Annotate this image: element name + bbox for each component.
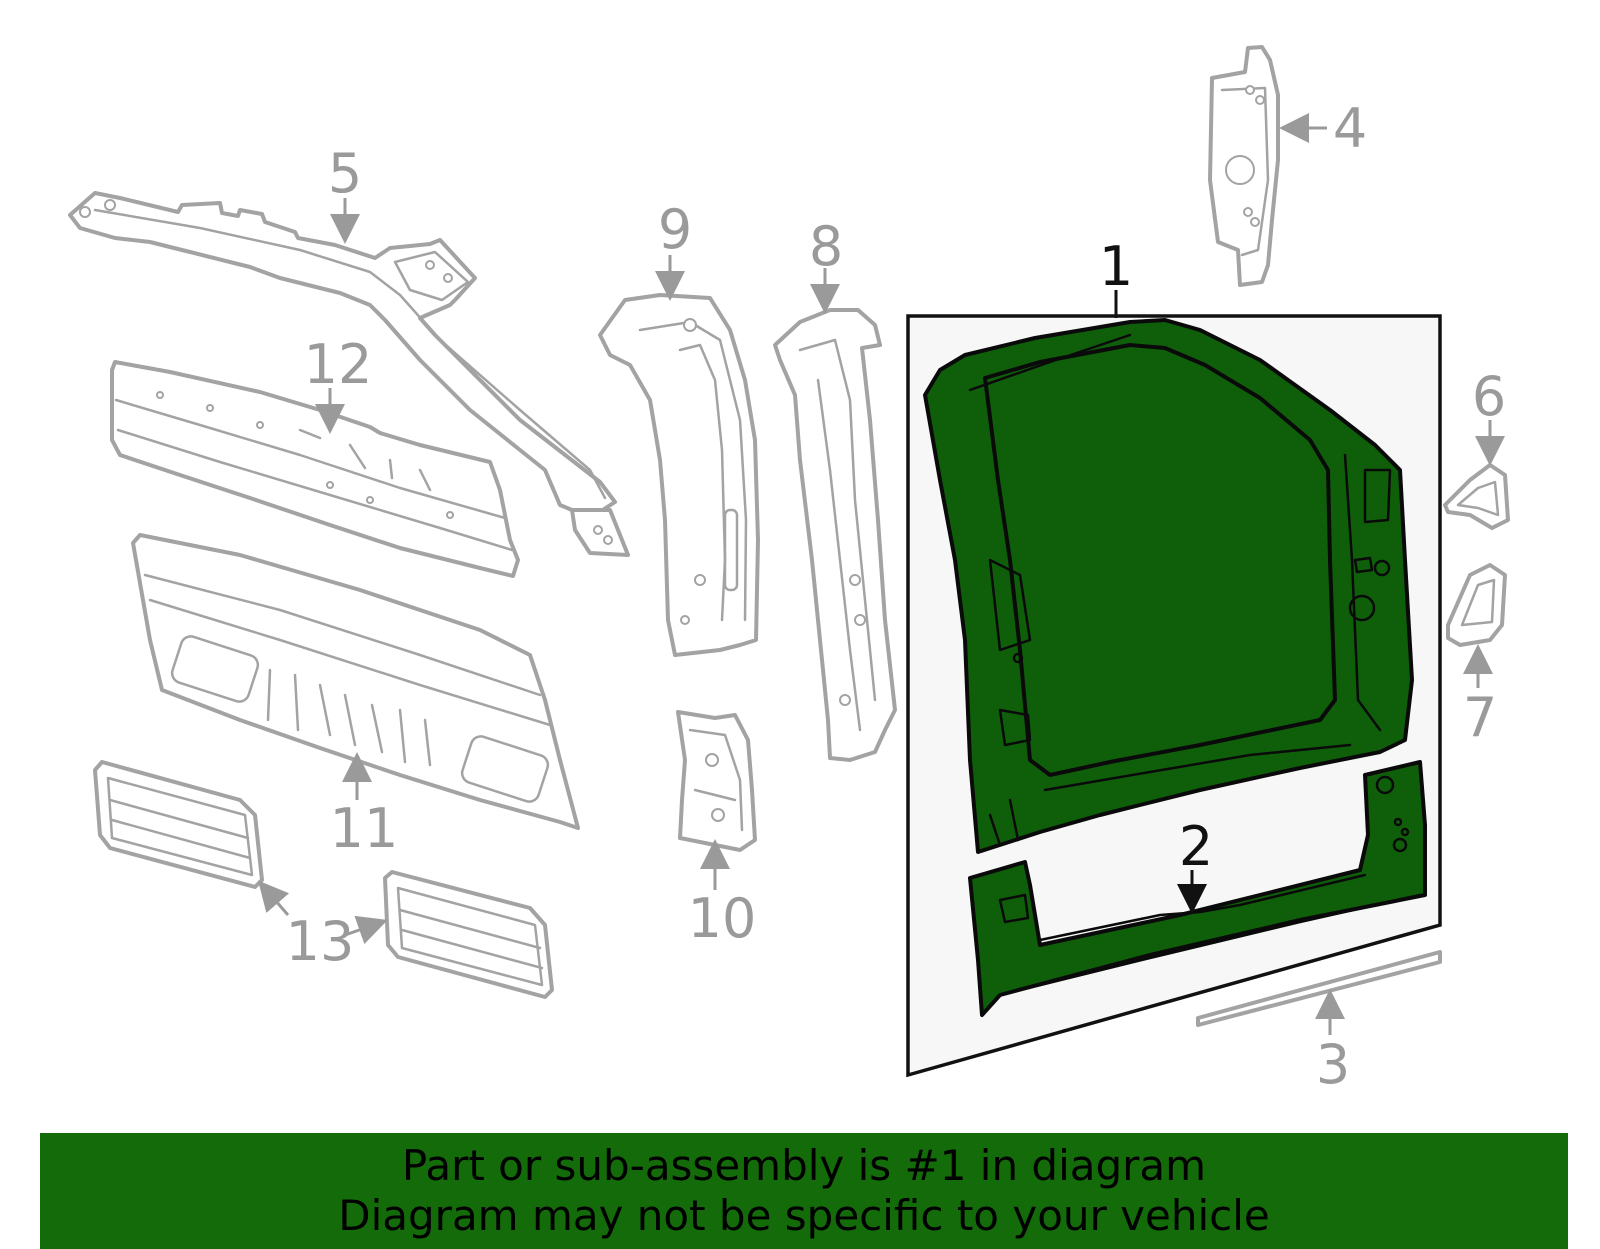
callout-6: 6 <box>1472 365 1506 428</box>
banner-line-1: Part or sub-assembly is #1 in diagram <box>401 1141 1207 1190</box>
part-6-gusset[interactable] <box>1443 463 1510 530</box>
part-11-back-panel[interactable] <box>131 533 580 830</box>
part-12-upper-back-panel[interactable] <box>110 360 520 578</box>
callout-10: 10 <box>688 887 757 950</box>
callout-5: 5 <box>328 142 362 205</box>
callout-3: 3 <box>1316 1033 1350 1096</box>
callout-1: 1 <box>1099 235 1133 298</box>
part-7-gusset[interactable] <box>1446 563 1507 647</box>
callout-9: 9 <box>658 198 692 261</box>
part-13-vent-lower[interactable] <box>383 870 554 999</box>
leader-13a <box>258 880 290 916</box>
callout-4: 4 <box>1333 97 1367 160</box>
callout-12: 12 <box>304 333 373 396</box>
part-4-hinge-pillar[interactable] <box>1208 45 1280 287</box>
part-8-pillar[interactable] <box>773 308 897 762</box>
info-banner: Part or sub-assembly is #1 in diagram Di… <box>40 1133 1568 1249</box>
callout-2: 2 <box>1179 815 1213 878</box>
part-10-bracket[interactable] <box>676 710 757 852</box>
part-1-window-opening <box>983 343 1337 777</box>
callout-13: 13 <box>286 910 355 973</box>
part-13-vent-upper[interactable] <box>93 760 264 889</box>
part-3-moulding[interactable] <box>1196 950 1442 1027</box>
leader-13b <box>344 915 388 945</box>
callout-11: 11 <box>330 797 399 860</box>
callout-7: 7 <box>1463 686 1497 749</box>
banner-line-2: Diagram may not be specific to your vehi… <box>338 1191 1270 1240</box>
part-9-pillar[interactable] <box>598 293 760 657</box>
callout-8: 8 <box>809 215 843 278</box>
part-1-side-panel[interactable] <box>923 318 1414 854</box>
part-5-roof-rail[interactable] <box>68 191 630 557</box>
